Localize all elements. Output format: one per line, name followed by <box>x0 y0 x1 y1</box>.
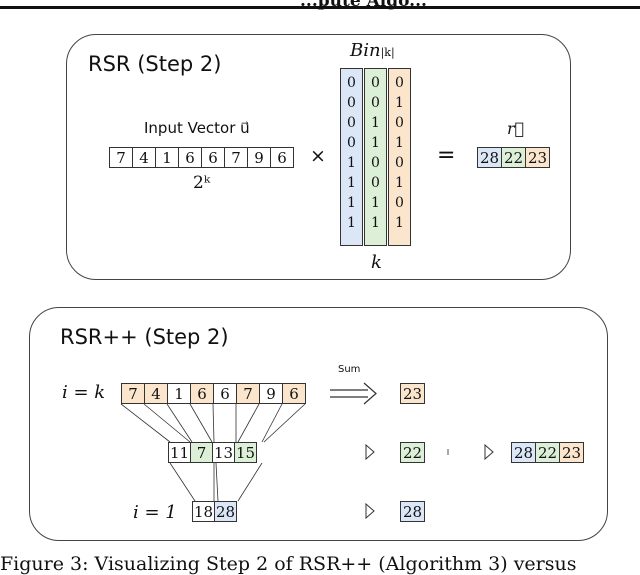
bin-value: 1 <box>395 95 404 111</box>
result-vector-cell: 23 <box>525 147 550 168</box>
top-rule <box>0 6 640 9</box>
result-vector-cell: 28 <box>477 147 502 168</box>
sum-result: 23 <box>400 383 425 404</box>
rsrpp-panel <box>29 307 608 541</box>
bin-value: 0 <box>347 95 356 111</box>
mid-result: 22 <box>400 442 425 463</box>
rsr-title: RSR (Step 2) <box>88 52 222 76</box>
tree-lines-upper <box>120 403 306 443</box>
bin-value: 0 <box>371 155 380 171</box>
mid-result-cell: 22 <box>400 442 425 463</box>
bin-value: 0 <box>371 175 380 191</box>
bin-value: 1 <box>347 195 356 211</box>
input-vector-cell: 6 <box>270 147 294 168</box>
final-result-cell: 23 <box>559 442 584 463</box>
bin-value: 0 <box>347 135 356 151</box>
figure-caption: Figure 3: Visualizing Step 2 of RSR++ (A… <box>0 553 577 575</box>
row-k-cell: 1 <box>167 383 191 404</box>
times-sign: × <box>310 145 326 167</box>
bin-value: 1 <box>347 175 356 191</box>
bin-label: Bin|k| <box>350 40 395 61</box>
bin-value: 0 <box>371 95 380 111</box>
bin-value: 0 <box>395 195 404 211</box>
bin-value: 0 <box>395 75 404 91</box>
row-mid-cell: 15 <box>234 442 257 463</box>
bin-value: 0 <box>371 75 380 91</box>
header-text: ...pute Algo... <box>300 0 427 11</box>
tree-lines-lower <box>169 462 263 502</box>
row-1-cell: 18 <box>192 501 215 522</box>
row-1-cell: 28 <box>214 501 237 522</box>
row-k-cell: 4 <box>144 383 168 404</box>
row-k-cell: 6 <box>282 383 306 404</box>
bin-column: 0 0 1 1 0 0 1 1 <box>364 68 387 246</box>
bin-value: 1 <box>371 215 380 231</box>
sum-arrow-icon <box>330 382 377 405</box>
one-result-cell: 28 <box>400 501 425 522</box>
one-result: 28 <box>400 501 425 522</box>
bin-value: 1 <box>371 135 380 151</box>
input-vector-label: Input Vector u⃗ <box>144 119 250 137</box>
row-1-label: i = 1 <box>133 502 177 523</box>
rows-label: 2ᵏ <box>193 173 211 193</box>
bin-value: 1 <box>371 115 380 131</box>
bin-column: 0 0 0 0 1 1 1 1 <box>340 68 363 246</box>
bin-column: 0 1 0 1 0 1 0 1 <box>388 68 411 246</box>
bin-value: 1 <box>371 195 380 211</box>
bin-label-subscript: |k| <box>380 46 395 59</box>
bin-value: 0 <box>395 155 404 171</box>
bin-value: 0 <box>395 115 404 131</box>
sum-result-cell: 23 <box>400 383 425 404</box>
bin-value: 1 <box>395 215 404 231</box>
cols-label: k <box>371 252 382 273</box>
row-mid-cell: 11 <box>168 442 191 463</box>
bin-value: 1 <box>395 175 404 191</box>
bin-value: 0 <box>347 75 356 91</box>
bin-value: 1 <box>347 155 356 171</box>
equals-sign: = <box>437 143 456 168</box>
bin-label-text: Bin <box>350 40 381 61</box>
mid-triangle-icon <box>365 443 375 461</box>
one-triangle-icon <box>365 502 375 520</box>
row-k-cell: 6 <box>190 383 214 404</box>
result-label: r⃗ <box>507 119 525 138</box>
bin-value: 1 <box>395 135 404 151</box>
row-k-label: i = k <box>62 382 106 403</box>
final-triangle-icon <box>484 443 494 461</box>
rsrpp-title: RSR++ (Step 2) <box>60 325 229 349</box>
bin-value: 1 <box>347 215 356 231</box>
sum-label: Sum <box>338 364 361 375</box>
result-vector-cell: 22 <box>501 147 526 168</box>
bin-value: 0 <box>347 115 356 131</box>
